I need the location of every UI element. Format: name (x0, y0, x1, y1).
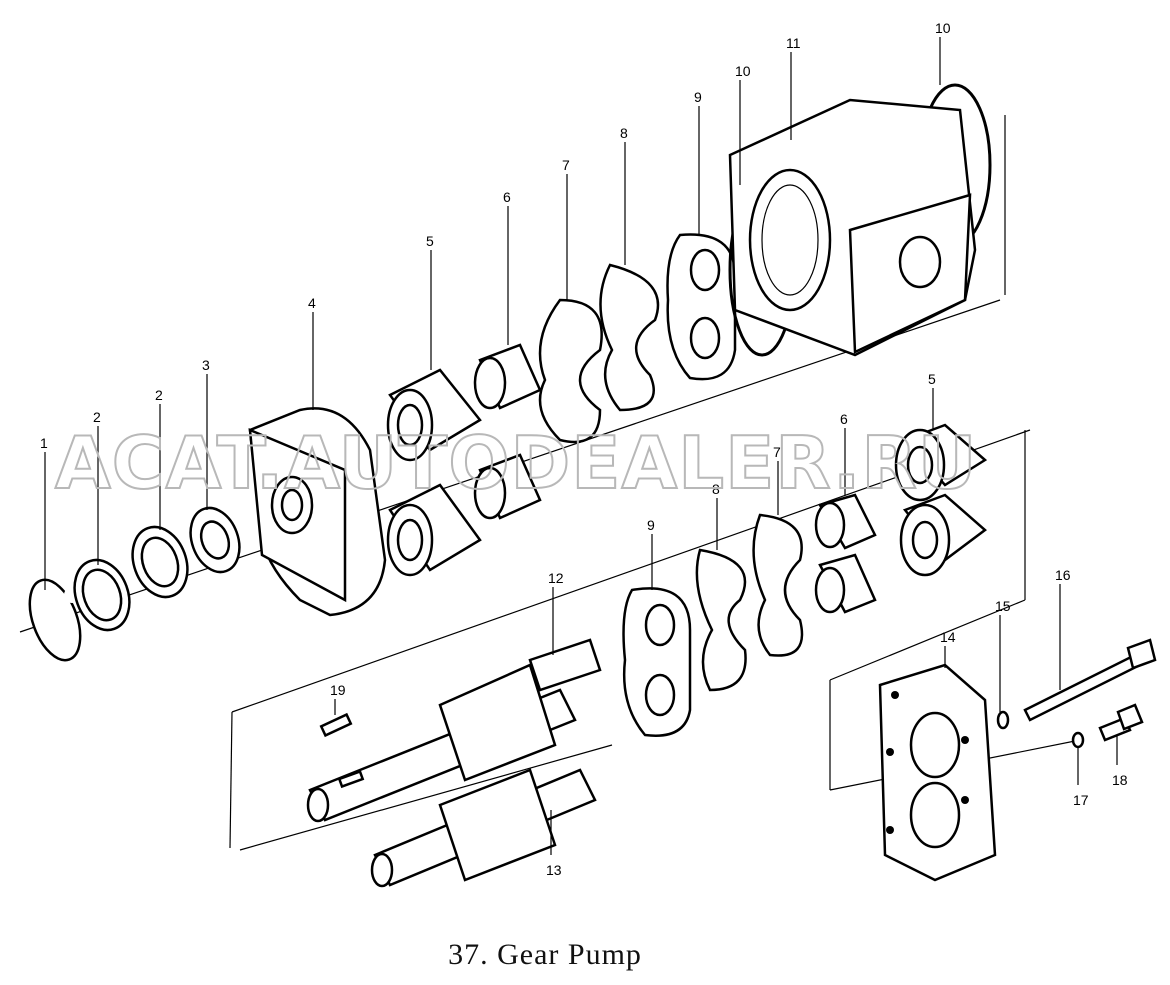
callout-label: 14 (940, 629, 956, 645)
callout-label: 1 (40, 435, 48, 451)
callout-label: 7 (562, 157, 570, 173)
callout-leaders (44, 37, 1118, 855)
callout-label: 19 (330, 682, 346, 698)
bushing-part-6-lower (814, 493, 877, 614)
callout-label: 17 (1073, 792, 1089, 808)
callout-label: 6 (503, 189, 511, 205)
bolt-part-16 (1023, 638, 1157, 722)
rear-cover-part-14 (878, 663, 997, 882)
callout-label: 16 (1055, 567, 1071, 583)
driven-gear-shaft-part-13 (370, 768, 597, 888)
bushing-part-6-upper (473, 343, 542, 520)
wear-plate-part-9-lower (622, 587, 692, 737)
pump-body-part-11 (728, 98, 977, 357)
callout-label: 12 (548, 570, 564, 586)
callout-labels: 1 2 2 3 4 5 6 7 8 9 10 10 11 5 6 7 8 9 1… (40, 20, 1128, 878)
front-cover-part-4 (248, 407, 387, 617)
washer-part-17 (1071, 731, 1085, 749)
wear-plate-part-9-upper (666, 233, 737, 381)
gasket-part-8-upper (599, 263, 660, 412)
callout-label: 11 (786, 35, 801, 51)
washer-part-3 (189, 506, 241, 574)
bearing-part-5-lower (894, 423, 988, 577)
callout-label: 8 (620, 125, 628, 141)
seal-plate-part-7-lower (752, 513, 804, 657)
diagram-caption: 37. Gear Pump (448, 938, 642, 971)
callout-label: 10 (735, 63, 751, 79)
drive-gear-shaft-part-12 (306, 638, 602, 823)
watermark-text: ACAT.AUTODEALER.RU (55, 421, 977, 505)
callout-label: 7 (773, 444, 781, 460)
oil-seal-part-2b (131, 525, 189, 599)
callout-label: 9 (647, 517, 655, 533)
key-pin-part-19 (319, 712, 353, 738)
bearing-part-5-upper (386, 368, 482, 577)
callout-label: 5 (928, 371, 936, 387)
callout-label: 9 (694, 89, 702, 105)
callout-label: 2 (155, 387, 163, 403)
seal-plate-part-7-upper (538, 298, 603, 444)
callout-label: 18 (1112, 772, 1128, 788)
gasket-part-8-lower (695, 548, 747, 692)
oil-seal-part-2a (73, 558, 131, 632)
callout-label: 8 (712, 481, 720, 497)
washer-part-15 (996, 710, 1010, 730)
callout-label: 2 (93, 409, 101, 425)
callout-label: 4 (308, 295, 316, 311)
callout-label: 10 (935, 20, 951, 36)
callout-label: 13 (546, 862, 562, 878)
plug-screw-part-18 (1098, 703, 1144, 742)
callout-label: 15 (995, 598, 1011, 614)
callout-label: 5 (426, 233, 434, 249)
callout-label: 3 (202, 357, 210, 373)
callout-label: 6 (840, 411, 848, 427)
